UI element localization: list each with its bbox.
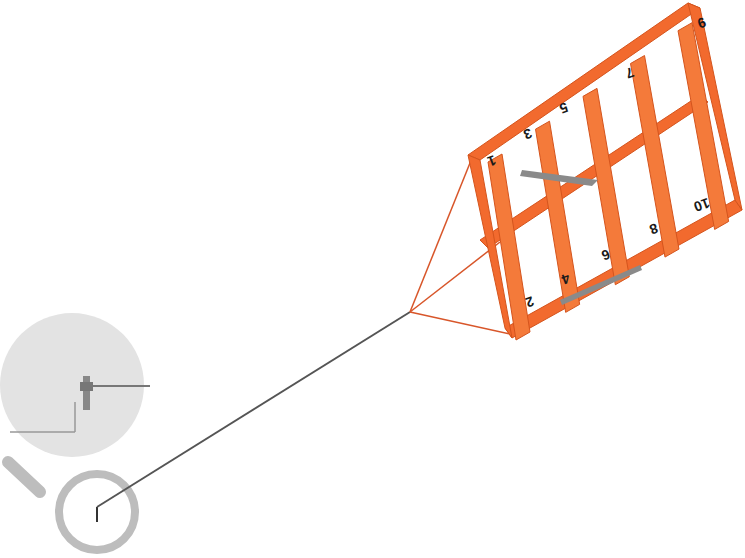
- rack-slat: [488, 23, 729, 340]
- callout-number: 8: [648, 221, 660, 237]
- stake-symbol: [80, 382, 93, 391]
- stake-symbol: [83, 376, 90, 410]
- handle-bar: [520, 170, 598, 186]
- bridle-line: [410, 158, 472, 312]
- stake-symbol: [96, 507, 98, 522]
- tether-line: [97, 312, 410, 507]
- bridle-line: [410, 312, 510, 334]
- callout-number: 5: [558, 100, 570, 116]
- magnifier-ring: [59, 474, 135, 550]
- tether-line: [93, 385, 150, 387]
- callout-number: 1: [486, 153, 498, 169]
- rack-slat: [583, 88, 629, 284]
- handle-bar: [560, 265, 642, 305]
- callout-number: 3: [522, 126, 534, 142]
- rack-slat: [536, 121, 580, 312]
- rack-slat: [488, 154, 530, 340]
- rack-slat: [631, 56, 679, 258]
- bridle-line: [410, 242, 500, 312]
- ground-line: [10, 431, 75, 433]
- ground-line: [74, 402, 76, 432]
- magnifier-handle: [8, 462, 40, 492]
- rack-slat: [678, 23, 729, 230]
